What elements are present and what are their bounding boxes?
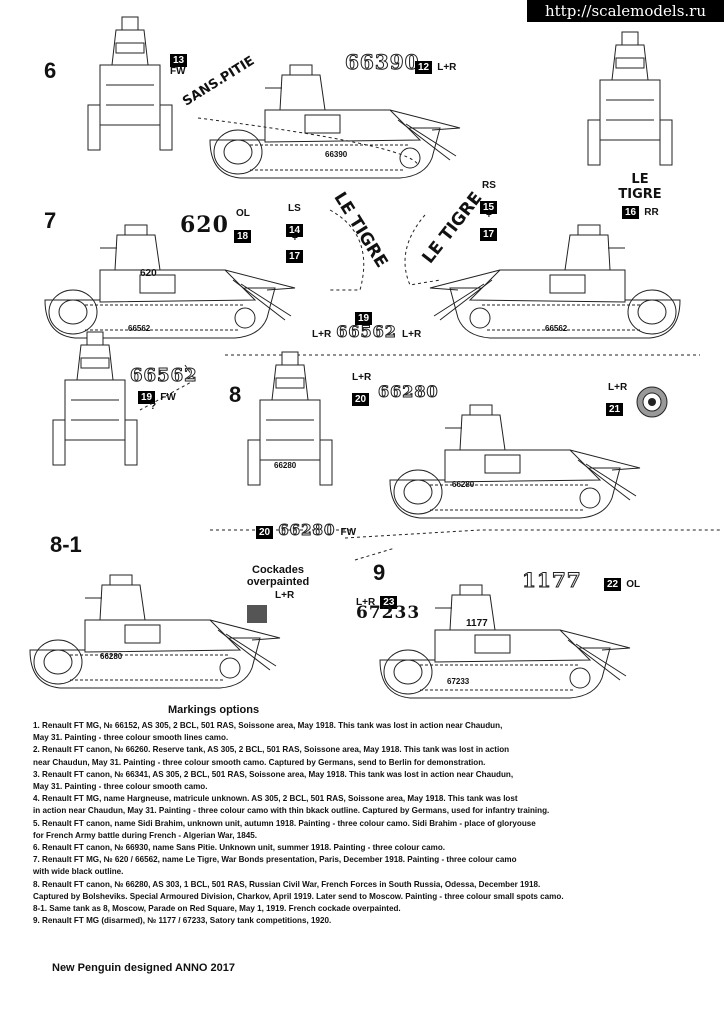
decal-plus: + [292, 233, 298, 244]
decal-15: 15 [480, 195, 498, 214]
hull-1177: 1177 [466, 618, 488, 629]
decal-66390: 66390 [345, 50, 420, 75]
decal-le-tigre-small: LE TIGRE [618, 172, 662, 202]
note-line: 9. Renault FT MG (disarmed), № 1177 / 67… [33, 916, 332, 926]
note-line: 6. Renault FT canon, № 66930, name Sans … [33, 843, 446, 853]
note-line: Captured by Bolsheviks. Special Armoured… [33, 891, 564, 901]
section-8-number: 8 [229, 382, 242, 407]
decal-66562-b: 66562 [130, 365, 198, 387]
note-line: in action near Chaudun, May 31. Painting… [33, 806, 550, 816]
decal-66562-strip: L+R 66562 L+R [312, 322, 422, 342]
designer-footer: New Penguin designed ANNO 2017 [52, 962, 235, 974]
hull-66280-side: 66280 [452, 480, 475, 489]
section-9-number: 9 [373, 560, 386, 585]
decal-16: 16 RR [622, 200, 659, 219]
decal-17b: 17 [480, 222, 498, 241]
decal-18: 18 [234, 224, 252, 243]
decal-67233: 67233 [356, 603, 421, 623]
note-line: 8-1. Same tank as 8, Moscow, Parade on R… [33, 904, 401, 914]
note-line: 4. Renault FT MG, name Hargneuse, matric… [33, 794, 518, 804]
hull-66280-front: 66280 [274, 461, 297, 470]
decal-plus-2: + [486, 210, 492, 221]
section-6-number: 6 [44, 58, 57, 83]
note-line: 3. Renault FT canon, № 66341, AS 305, 2 … [33, 769, 514, 779]
decal-ol: OL [236, 208, 250, 219]
hull-67233: 67233 [447, 677, 470, 686]
decal-20b: 20 66280 FW [256, 520, 356, 540]
note-line: 2. Renault FT canon, № 66260. Reserve ta… [33, 745, 510, 755]
note-line: near Chaudun, May 31. Painting - three c… [33, 757, 486, 767]
note-line: May 31. Painting - three colour smooth l… [33, 733, 229, 743]
notes-heading: Markings options [168, 704, 260, 716]
tank-drawings [29, 16, 720, 699]
decal-66280: 66280 [378, 382, 439, 402]
markings-notes: Markings options 1. Renault FT MG, № 661… [33, 704, 703, 927]
decal-question: ? [150, 401, 157, 412]
decal-22: 22 OL [604, 572, 640, 591]
watermark-banner: http://scalemodels.ru [527, 0, 724, 22]
hull-66562-right: 66562 [545, 324, 568, 333]
note-line: 5. Renault FT canon, name Sidi Brahim, u… [33, 818, 536, 828]
decal-12: 12 L+R [415, 55, 456, 74]
decal-ls: LS [288, 203, 301, 214]
decal-13: 13 [170, 48, 188, 67]
decal-19b: 19 FW [138, 385, 176, 404]
note-line: May 31. Painting - three colour smooth c… [33, 782, 208, 792]
decal-19: 19 [355, 306, 373, 325]
cockades-note: Cockades overpainted [246, 564, 310, 588]
decal-20: 20 [352, 387, 370, 406]
decal-14: 14 [286, 218, 304, 237]
decal-1177: 1177 [522, 568, 582, 593]
note-line: 8. Renault FT canon, № 66280, AS 303, 1 … [33, 879, 541, 889]
note-line: 7. Renault FT MG, № 620 / 66562, name Le… [33, 855, 517, 865]
hull-66562-left: 66562 [128, 324, 151, 333]
section-8-1-number: 8-1 [50, 532, 82, 557]
decal-lr-21: L+R [608, 382, 628, 393]
decal-rs: RS [482, 180, 496, 191]
section-7-number: 7 [44, 208, 57, 233]
hull-66280-81: 66280 [100, 652, 123, 661]
note-line: for French Army battle during French - A… [33, 830, 257, 840]
hull-66390: 66390 [325, 150, 348, 159]
note-line: 1. Renault FT MG, № 66152, AS 305, 2 BCL… [33, 721, 503, 730]
decal-17: 17 [286, 244, 304, 263]
hull-620: 620 [140, 268, 157, 279]
decal-fw: FW [170, 66, 186, 77]
decal-23: L+R 23 [356, 590, 398, 609]
decal-620: 620 [180, 212, 229, 238]
decal-21: 21 [606, 397, 624, 416]
note-line: with wide black outline. [33, 867, 124, 877]
decal-lr-81: L+R [275, 590, 295, 601]
decal-lr-8: L+R [352, 372, 372, 383]
